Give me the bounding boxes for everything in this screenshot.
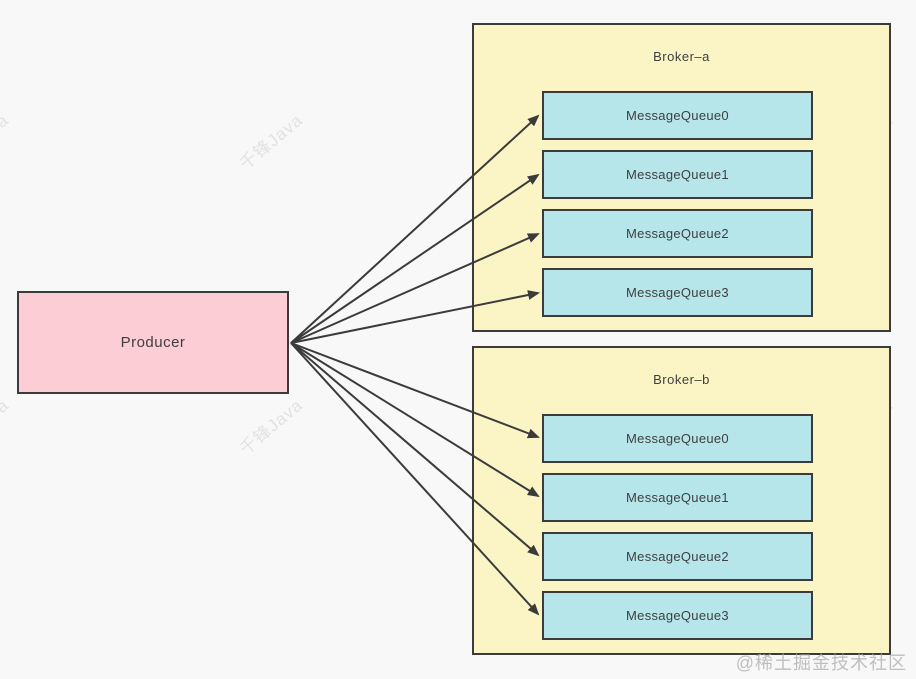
producer-label: Producer (120, 334, 186, 351)
broker-a-queue-0: MessageQueue0 (542, 91, 813, 140)
credit-watermark: @稀土掘金技术社区 (735, 653, 907, 673)
broker-a-queue-3: MessageQueue3 (542, 268, 813, 317)
watermark-tile: 千锋Java (236, 395, 307, 459)
broker-b-queue-1: MessageQueue1 (542, 473, 813, 522)
broker-b-queue-3: MessageQueue3 (542, 591, 813, 640)
watermark-tile: 千锋Java (0, 395, 13, 459)
broker-b-box: Broker–b MessageQueue0 MessageQueue1 Mes… (472, 346, 891, 655)
broker-a-box: Broker–a MessageQueue0 MessageQueue1 Mes… (472, 23, 891, 332)
broker-b-queue-2: MessageQueue2 (542, 532, 813, 581)
broker-a-title: Broker–a (653, 49, 710, 64)
producer-box: Producer (17, 291, 289, 394)
watermark-tile: 千锋Java (0, 110, 13, 174)
broker-a-queue-1: MessageQueue1 (542, 150, 813, 199)
broker-b-queue-0: MessageQueue0 (542, 414, 813, 463)
broker-b-title: Broker–b (653, 372, 710, 387)
watermark-tile: 千锋Java (236, 110, 307, 174)
broker-a-queue-2: MessageQueue2 (542, 209, 813, 258)
